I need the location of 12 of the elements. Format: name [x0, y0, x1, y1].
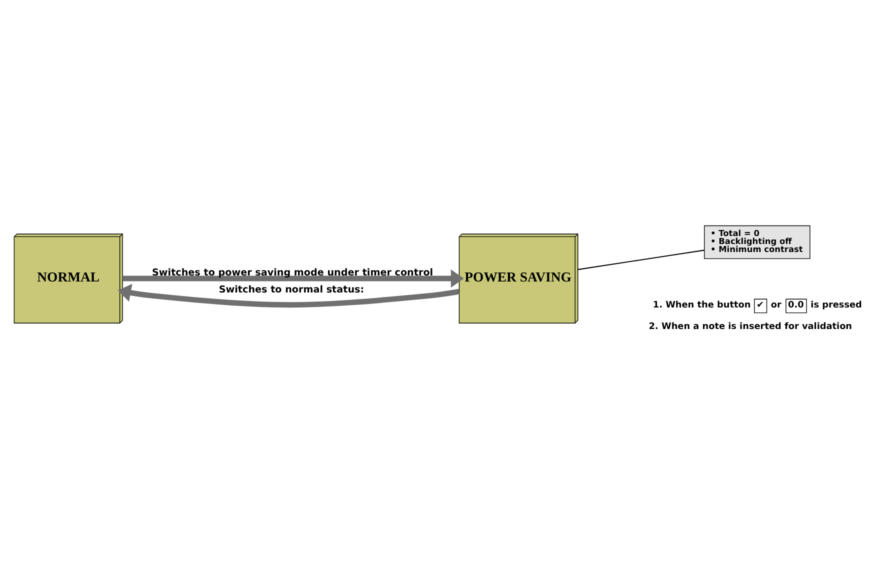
node-box: • Total = 0 • Backlighting off • Minimum contrast	[704, 224, 810, 258]
label: 0.0	[788, 300, 804, 310]
arrow	[122, 268, 464, 288]
label: or	[770, 300, 782, 310]
edge-label: Switches to normal status:	[218, 284, 364, 295]
label: 1. When the button	[652, 300, 751, 310]
label: is pressed	[810, 300, 862, 310]
connector	[578, 249, 704, 270]
label: ✔	[756, 300, 764, 310]
edge-label: Switches to power saving mode under timer control	[152, 266, 434, 278]
label: 2. When a note is inserted for validation	[648, 321, 852, 332]
arrow	[118, 283, 460, 308]
